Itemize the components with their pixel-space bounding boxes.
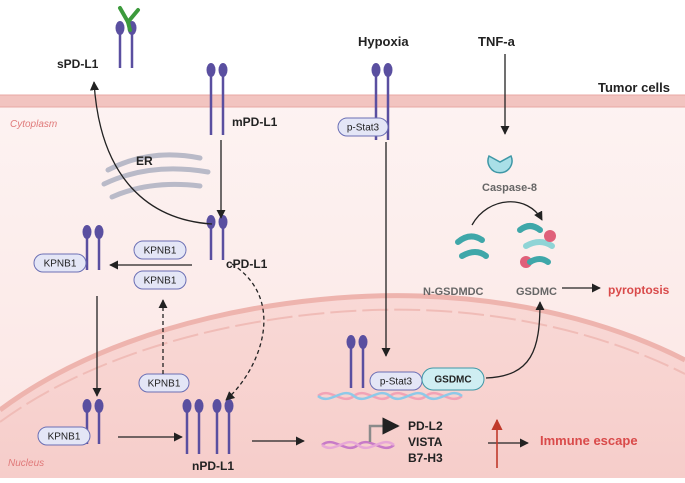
arrow-cpdl1-to-npdl1-dashed bbox=[225, 263, 265, 401]
tnfa-label: TNF-a bbox=[478, 34, 516, 49]
kpnb1-pill-nucleus-import-label: KPNB1 bbox=[148, 379, 181, 390]
arrow-caspase8-cleavage bbox=[471, 201, 543, 226]
kpnb1-pill-nucleus-label: KPNB1 bbox=[48, 432, 81, 443]
pstat3-pill-membrane-label: p-Stat3 bbox=[347, 123, 380, 134]
kpnb1-nucleus-receptor-icon bbox=[82, 399, 104, 444]
gene-pdl2-label: PD-L2 bbox=[408, 419, 443, 433]
er-label: ER bbox=[136, 154, 153, 168]
kpnb1-pill-nucleus-import: KPNB1 bbox=[138, 373, 190, 393]
npdl1-receptor-icon-2 bbox=[212, 399, 234, 454]
kpnb1-pill-lower-label: KPNB1 bbox=[144, 276, 177, 287]
nuclear-envelope bbox=[0, 293, 685, 413]
kpnb1-pill-upper-label: KPNB1 bbox=[144, 246, 177, 257]
plasma-membrane bbox=[0, 95, 685, 107]
kpnb1-pill-left: KPNB1 bbox=[33, 253, 87, 273]
cpdl1-label: cPD-L1 bbox=[226, 257, 268, 271]
nucleus-label: Nucleus bbox=[8, 458, 44, 469]
immune-escape-label: Immune escape bbox=[540, 433, 638, 448]
npdl1-receptor-icon-1 bbox=[182, 399, 204, 454]
arrow-cpdl1-to-spdl1 bbox=[89, 81, 213, 225]
kpnb1-pill-left-label: KPNB1 bbox=[44, 259, 77, 270]
gene-b7h3-label: B7-H3 bbox=[408, 451, 443, 465]
arrow-gsdmc-complex-to-gsdmc bbox=[485, 301, 545, 379]
arrow-layer bbox=[89, 54, 601, 468]
kpnb1-pill-lower: KPNB1 bbox=[133, 270, 187, 290]
pstat3-pill-nucleus-label: p-Stat3 bbox=[380, 377, 413, 388]
transcription-start-arrow bbox=[368, 417, 400, 442]
gsdmc-pill-nucleus-label: GSDMC bbox=[434, 375, 471, 386]
antibody-icon bbox=[118, 6, 140, 32]
ngsdmdc-label: N-GSDMDC bbox=[423, 286, 484, 298]
spdl1-receptor-icon bbox=[115, 21, 137, 68]
kpnb1-pill-upper: KPNB1 bbox=[133, 240, 187, 260]
dna-helix-promoter bbox=[321, 440, 395, 450]
nucleus-area bbox=[0, 295, 685, 478]
gsdmc-protein-icon bbox=[517, 223, 556, 268]
cytoplasm-label: Cytoplasm bbox=[10, 119, 57, 130]
npdl1-label: nPD-L1 bbox=[192, 459, 234, 473]
pyroptosis-label: pyroptosis bbox=[608, 283, 670, 297]
mpdl1-receptor-icon bbox=[206, 63, 228, 135]
kpnb1-pill-nucleus: KPNB1 bbox=[37, 426, 91, 446]
nuclear-receptor-icon bbox=[346, 335, 368, 388]
pstat3-pill-nucleus: p-Stat3 bbox=[369, 371, 423, 391]
caspase8-label: Caspase-8 bbox=[482, 182, 537, 194]
n-gsdmdc-protein-icon bbox=[455, 233, 489, 259]
gsdmc-pill-nucleus: GSDMC bbox=[421, 367, 485, 391]
gene-vista-label: VISTA bbox=[408, 435, 443, 449]
nuclear-envelope-inner bbox=[0, 308, 685, 423]
gsdmc-label: GSDMC bbox=[516, 286, 557, 298]
kpnb1-receptor-icon bbox=[82, 225, 104, 270]
tumor-cells-label: Tumor cells bbox=[598, 80, 670, 95]
pstat3-pill-membrane: p-Stat3 bbox=[337, 117, 389, 137]
mpdl1-label: mPD-L1 bbox=[232, 115, 278, 129]
hypoxia-label: Hypoxia bbox=[358, 34, 409, 49]
dna-helix-membrane bbox=[317, 391, 463, 401]
caspase8-icon bbox=[487, 154, 513, 174]
spdl1-label: sPD-L1 bbox=[57, 57, 99, 71]
